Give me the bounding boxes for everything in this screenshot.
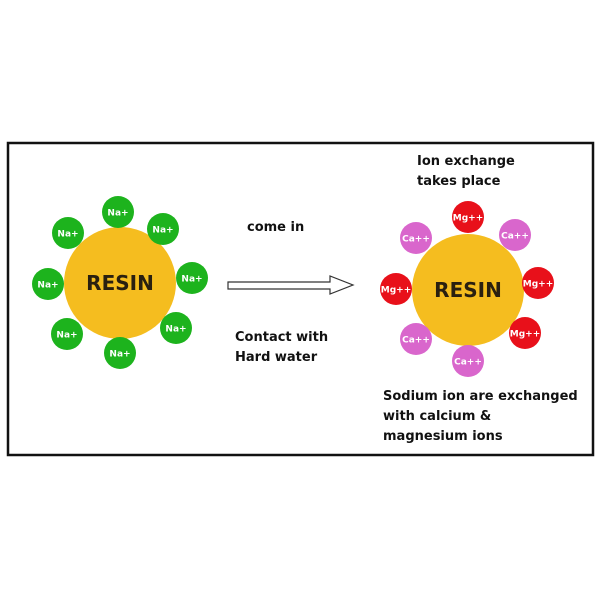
ion-ca	[400, 323, 432, 355]
ion-label: Na+	[152, 226, 173, 236]
ion-label: Na+	[56, 331, 77, 341]
ion-mg	[522, 267, 554, 299]
before-resin-bead	[64, 227, 176, 339]
ion-label: Mg++	[453, 214, 483, 224]
result-label-line1: Sodium ion are exchanged	[383, 389, 578, 404]
ion-label: Mg++	[510, 330, 540, 340]
ion-label: Mg++	[381, 286, 411, 296]
ion-ca	[400, 222, 432, 254]
ion-mg	[380, 273, 412, 305]
ion-ca	[452, 345, 484, 377]
ion-label: Na+	[181, 275, 202, 285]
after-resin-bead	[412, 234, 524, 346]
ion-label: Ca++	[402, 235, 430, 245]
ion-label: Na+	[107, 209, 128, 219]
before-resin-label: RESIN	[86, 271, 154, 295]
result-label-line3: magnesium ions	[383, 429, 503, 444]
ion-na	[160, 312, 192, 344]
contact-label-line2: Hard water	[235, 350, 318, 365]
ion-label: Ca++	[402, 336, 430, 346]
ion-mg	[452, 201, 484, 233]
ion-na	[52, 217, 84, 249]
ion-label: Na+	[37, 281, 58, 291]
result-label-line2: with calcium &	[383, 409, 492, 424]
exchange-label-line1: Ion exchange	[417, 154, 515, 169]
ion-na	[104, 337, 136, 369]
ion-mg	[509, 317, 541, 349]
ion-label: Mg++	[523, 280, 553, 290]
ion-na	[176, 262, 208, 294]
ion-label: Ca++	[454, 358, 482, 368]
ion-na	[32, 268, 64, 300]
ion-label: Na+	[57, 230, 78, 240]
exchange-label-line2: takes place	[417, 174, 501, 189]
ion-label: Na+	[109, 350, 130, 360]
ion-na	[147, 213, 179, 245]
ion-label: Na+	[165, 325, 186, 335]
ion-na	[102, 196, 134, 228]
arrow-icon	[227, 275, 355, 295]
contact-label-line1: Contact with	[235, 330, 329, 345]
ion-label: Ca++	[501, 232, 529, 242]
come-in-label: come in	[247, 220, 305, 235]
ion-ca	[499, 219, 531, 251]
after-resin-label: RESIN	[434, 278, 502, 302]
ion-na	[51, 318, 83, 350]
